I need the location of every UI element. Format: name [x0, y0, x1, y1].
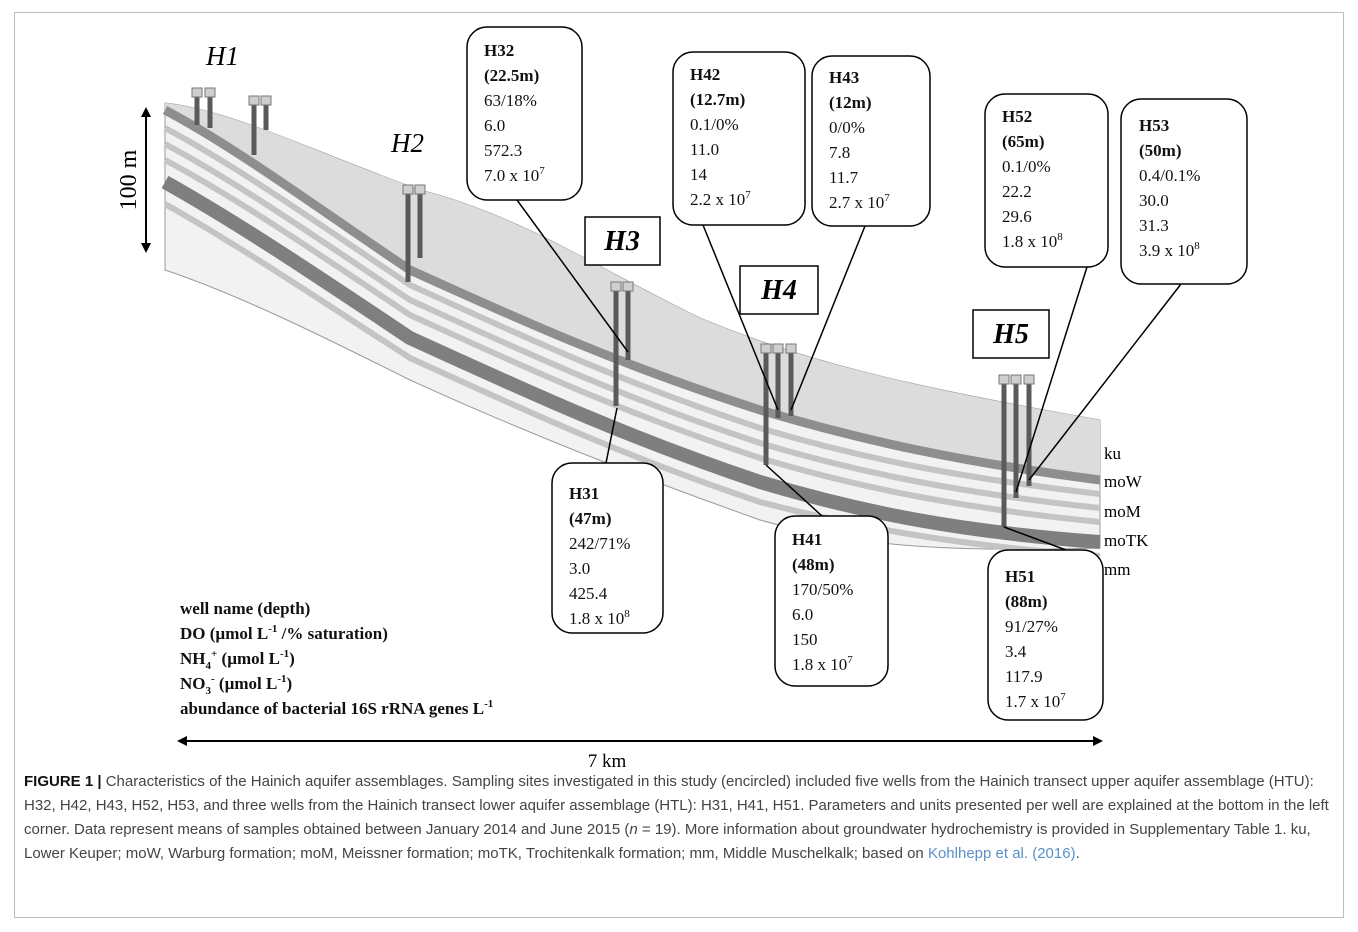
well-do: 0.1/0% — [1002, 157, 1051, 176]
well-nh4: 7.8 — [829, 143, 850, 162]
well-box-h31: H31 (47m) 242/71% 3.0 425.4 1.8 x 108 — [551, 462, 664, 634]
layer-moW-top — [162, 106, 1101, 485]
well-depth: (47m) — [569, 509, 611, 528]
well-abundance: 3.9 x 108 — [1139, 240, 1200, 260]
caption-text-a: Characteristics of the Hainich aquifer a… — [24, 773, 1329, 838]
well-do: 170/50% — [792, 580, 853, 599]
well-abundance: 7.0 x 107 — [484, 165, 545, 185]
layer-labels: ku moW moM moTK mm — [1104, 444, 1149, 579]
site-label-h5-box: H5 — [972, 309, 1050, 359]
well-box-h53: H53 (50m) 0.4/0.1% 30.0 31.3 3.9 x 108 — [1120, 98, 1248, 285]
well-name: H32 — [484, 41, 514, 60]
well-depth: (12.7m) — [690, 90, 745, 109]
well-do: 0.4/0.1% — [1139, 166, 1200, 185]
well-abundance: 1.8 x 107 — [792, 654, 853, 674]
well-abundance: 2.7 x 107 — [829, 192, 890, 212]
well-depth: (48m) — [792, 555, 834, 574]
layer-label-moW: moW — [1104, 472, 1143, 491]
layer-label-mm: mm — [1104, 560, 1130, 579]
aquifer-cross-section-diagram: 100 m 7 km H1 H2 H3 H4 H5 — [116, 26, 1248, 770]
vertical-scale-label: 100 m — [116, 149, 142, 210]
caption-label: FIGURE 1 | — [24, 773, 102, 790]
well-no3: 29.6 — [1002, 207, 1032, 226]
parameter-legend: well name (depth) DO (µmol L-1 /% satura… — [180, 599, 493, 718]
well-depth: (50m) — [1139, 141, 1181, 160]
well-nh4: 6.0 — [792, 605, 813, 624]
well-do: 242/71% — [569, 534, 630, 553]
horizontal-scale-label: 7 km — [588, 751, 627, 770]
legend-line-no3: NO3- (µmol L-1) — [180, 673, 292, 697]
legend-line-well-name: well name (depth) — [180, 599, 310, 618]
well-box-h32: H32 (22.5m) 63/18% 6.0 572.3 7.0 x 107 — [466, 26, 583, 201]
well-box-h41: H41 (48m) 170/50% 6.0 150 1.8 x 107 — [774, 515, 889, 687]
well-do: 91/27% — [1005, 617, 1058, 636]
stripe-4 — [163, 201, 1101, 559]
caption-reference-link[interactable]: Kohlhepp et al. (2016) — [927, 845, 1076, 862]
site-label-h3: H3 — [603, 226, 640, 257]
well-do: 63/18% — [484, 91, 537, 110]
caption-n: n — [629, 821, 638, 838]
well-no3: 425.4 — [569, 584, 608, 603]
well-abundance: 1.8 x 108 — [1002, 231, 1063, 251]
figure-frame — [14, 12, 1344, 918]
stripe-2 — [163, 141, 1101, 511]
well-box-h43: H43 (12m) 0/0% 7.8 11.7 2.7 x 107 — [811, 55, 931, 227]
well-abundance: 1.8 x 108 — [569, 608, 630, 628]
well-no3: 150 — [792, 630, 818, 649]
layer-label-ku: ku — [1104, 444, 1122, 463]
legend-line-do: DO (µmol L-1 /% saturation) — [180, 623, 388, 643]
legend-line-abundance: abundance of bacterial 16S rRNA genes L-… — [180, 698, 493, 718]
wells — [194, 96, 1032, 527]
layer-moTK — [161, 175, 1101, 549]
well-name: H43 — [829, 68, 859, 87]
well-box-h52: H52 (65m) 0.1/0% 22.2 29.6 1.8 x 108 — [984, 93, 1109, 268]
well-box-h42: H42 (12.7m) 0.1/0% 11.0 14 2.2 x 107 — [672, 51, 806, 226]
well-nh4: 6.0 — [484, 116, 505, 135]
well-name: H51 — [1005, 567, 1035, 586]
well-heads — [191, 87, 1035, 385]
well-depth: (12m) — [829, 93, 871, 112]
well-depth: (65m) — [1002, 132, 1044, 151]
well-nh4: 11.0 — [690, 140, 719, 159]
well-name: H53 — [1139, 116, 1169, 135]
leader-lines — [516, 199, 1182, 551]
well-name: H52 — [1002, 107, 1032, 126]
well-nh4: 3.0 — [569, 559, 590, 578]
site-label-h4: H4 — [760, 275, 797, 306]
site-label-h4-box: H4 — [739, 265, 819, 315]
well-name: H41 — [792, 530, 822, 549]
well-nh4: 22.2 — [1002, 182, 1032, 201]
site-label-h2: H2 — [390, 128, 424, 158]
caption-text-b: = 19). More information about groundwate… — [24, 821, 1311, 862]
stripe-3 — [163, 157, 1101, 525]
stripe-1 — [163, 125, 1101, 497]
well-abundance: 1.7 x 107 — [1005, 691, 1066, 711]
well-do: 0/0% — [829, 118, 865, 137]
layer-label-moTK: moTK — [1104, 531, 1149, 550]
well-abundance: 2.2 x 107 — [690, 189, 751, 209]
well-name: H42 — [690, 65, 720, 84]
site-label-h1: H1 — [205, 41, 239, 71]
well-no3: 31.3 — [1139, 216, 1169, 235]
well-no3: 14 — [690, 165, 708, 184]
well-depth: (88m) — [1005, 592, 1047, 611]
layer-label-moM: moM — [1104, 502, 1141, 521]
well-nh4: 30.0 — [1139, 191, 1169, 210]
well-no3: 11.7 — [829, 168, 859, 187]
well-no3: 572.3 — [484, 141, 522, 160]
legend-line-nh4: NH4+ (µmol L-1) — [180, 648, 295, 672]
caption-text-c: . — [1075, 845, 1080, 862]
site-label-h3-box: H3 — [584, 216, 661, 266]
site-label-h5: H5 — [992, 319, 1029, 350]
well-nh4: 3.4 — [1005, 642, 1027, 661]
well-do: 0.1/0% — [690, 115, 739, 134]
well-depth: (22.5m) — [484, 66, 539, 85]
well-name: H31 — [569, 484, 599, 503]
well-no3: 117.9 — [1005, 667, 1043, 686]
well-box-h51: H51 (88m) 91/27% 3.4 117.9 1.7 x 107 — [987, 549, 1104, 721]
figure-caption: FIGURE 1 | Characteristics of the Hainic… — [24, 770, 1340, 866]
